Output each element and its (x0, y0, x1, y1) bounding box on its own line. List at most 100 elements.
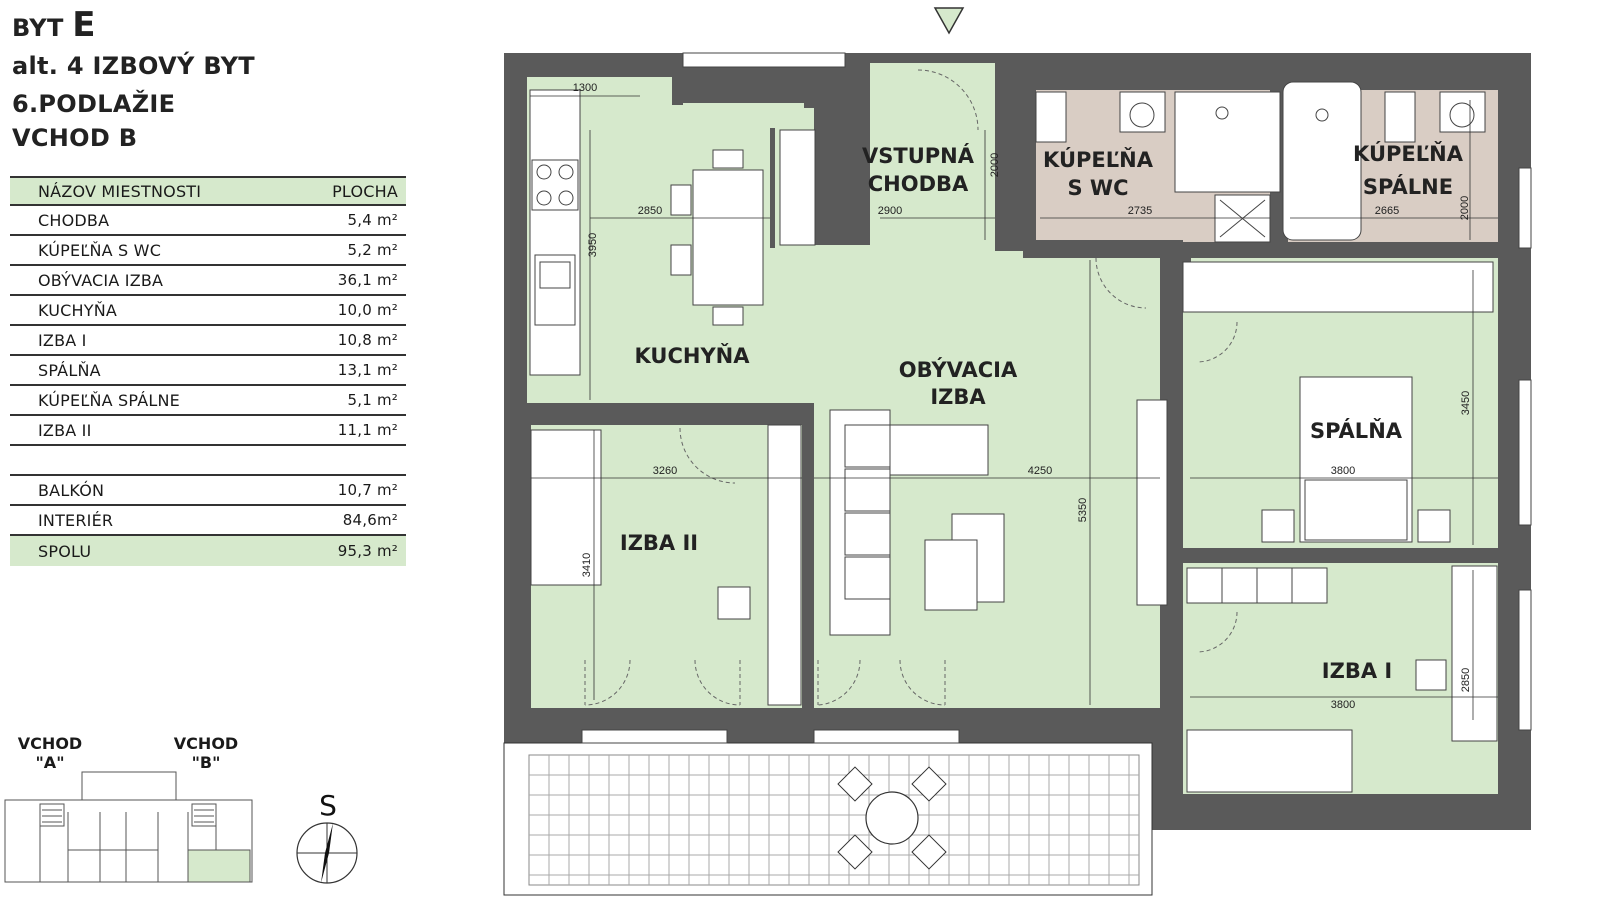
north-compass: S (296, 789, 358, 884)
dimension-label: 1300 (573, 82, 597, 94)
room-area-table: NÁZOV MIESTNOSTI PLOCHA CHODBA 5,4 m² KÚP… (10, 176, 406, 566)
dimension-label: 2850 (1460, 668, 1472, 692)
table-row: INTERIÉR 84,6m² (10, 506, 406, 536)
balcony-table (865, 791, 919, 845)
room-label-living: OBÝVACIA (899, 357, 1018, 382)
entrance-a-label: VCHOD "A" (10, 734, 90, 772)
wardrobe-hall (779, 129, 816, 246)
room-label-bedroom: SPÁLŇA (1310, 418, 1403, 443)
floor-level: 6.PODLAŽIE (12, 90, 176, 118)
table-row: CHODBA 5,4 m² (10, 206, 406, 236)
entrance-hall-floor (870, 63, 995, 251)
dimension-label: 3450 (1460, 391, 1472, 415)
entrance-arrow-icon (933, 7, 965, 35)
room-name: INTERIÉR (38, 510, 114, 530)
room-label-room-two: IZBA II (620, 531, 698, 555)
table-row: IZBA II 11,1 m² (10, 416, 406, 446)
dimension-label: 2850 (638, 205, 662, 217)
dimension-labels: 1300 2850 2900 2735 2665 3950 2000 2000 … (573, 82, 1472, 711)
bathtub (1282, 81, 1362, 241)
room-name: IZBA I (38, 330, 87, 350)
apartment-title: BYT E (12, 8, 96, 42)
room-label-bathroom-bedroom: KÚPEĽŇA (1353, 141, 1464, 166)
bed-room-one (1186, 729, 1353, 793)
table-header: NÁZOV MIESTNOSTI PLOCHA (10, 176, 406, 206)
wardrobe-room-one (1451, 565, 1498, 742)
door-swings (584, 69, 1238, 706)
room-area: 5,4 m² (347, 211, 398, 229)
room-area: 5,2 m² (347, 241, 398, 259)
room-label-room-one: IZBA I (1322, 659, 1392, 683)
dimension-label: 3800 (1331, 465, 1355, 477)
entrance-b-line1: VCHOD (173, 734, 239, 753)
compass-letter: S (319, 789, 337, 822)
col-name-header: NÁZOV MIESTNOSTI (38, 181, 202, 201)
room-name: KÚPEĽŇA S WC (38, 240, 162, 260)
dimension-label: 2000 (1459, 196, 1471, 220)
bed-room-two (530, 429, 602, 586)
dimension-lines (530, 95, 1498, 720)
room-name: CHODBA (38, 210, 110, 230)
dining-table (692, 169, 764, 306)
room-label-living: IZBA (930, 385, 986, 409)
furniture (529, 81, 1498, 793)
tv-unit (1136, 399, 1168, 606)
dimension-label: 3800 (1331, 699, 1355, 711)
dimension-label: 2000 (989, 153, 1001, 177)
room-label-bathroom-wc: S WC (1067, 176, 1128, 200)
table-row: KUCHYŇA 10,0 m² (10, 296, 406, 326)
apartment-letter: E (72, 5, 96, 45)
room-label-bathroom-wc: KÚPEĽŇA (1043, 147, 1154, 172)
room-area: 84,6m² (342, 511, 398, 529)
dimension-label: 3260 (653, 465, 677, 477)
table-row: KÚPEĽŇA SPÁLNE 5,1 m² (10, 386, 406, 416)
balcony-chair (911, 834, 947, 870)
room-name: IZBA II (38, 420, 92, 440)
room-label-hall: VSTUPNÁ (862, 143, 975, 168)
building-locator-plan (4, 771, 253, 883)
room-area: 10,0 m² (337, 301, 398, 319)
table-row: OBÝVACIA IZBA 36,1 m² (10, 266, 406, 296)
total-name: SPOLU (38, 541, 92, 561)
table-spacer-row (10, 446, 406, 476)
room-name: KÚPEĽŇA SPÁLNE (38, 390, 180, 410)
room-name: SPÁLŇA (38, 360, 101, 380)
room-name: OBÝVACIA IZBA (38, 270, 164, 290)
dimension-label: 2900 (878, 205, 902, 217)
balcony-chair (837, 766, 873, 802)
table-row: SPÁLŇA 13,1 m² (10, 356, 406, 386)
entrance-b-line2: "B" (191, 753, 221, 772)
room-labels: KUCHYŇA OBÝVACIA IZBA VSTUPNÁ CHODBA KÚP… (620, 141, 1464, 683)
dimension-label: 2665 (1375, 205, 1399, 217)
room-name: BALKÓN (38, 480, 105, 500)
room-label-bathroom-bedroom: SPÁLNE (1363, 174, 1453, 199)
dimension-label: 3950 (587, 233, 599, 257)
windows (581, 52, 1532, 744)
room-label-hall: CHODBA (868, 172, 969, 196)
entrance-a-line1: VCHOD (17, 734, 83, 753)
apartment-type: alt. 4 IZBOVÝ BYT (12, 52, 255, 80)
dimension-label: 3410 (581, 553, 593, 577)
room-area: 36,1 m² (337, 271, 398, 289)
col-area-header: PLOCHA (332, 181, 398, 201)
room-area: 10,7 m² (337, 481, 398, 499)
wardrobe-room-two (767, 424, 802, 706)
room-area: 5,1 m² (347, 391, 398, 409)
dimension-label: 2735 (1128, 205, 1152, 217)
balcony-chair (837, 834, 873, 870)
dimension-label: 4250 (1028, 465, 1052, 477)
table-row: IZBA I 10,8 m² (10, 326, 406, 356)
entrance-b-label: VCHOD "B" (166, 734, 246, 772)
room-area: 10,8 m² (337, 331, 398, 349)
room-name: KUCHYŇA (38, 300, 118, 320)
bedroom-wardrobe (1182, 261, 1494, 313)
room-area: 13,1 m² (337, 361, 398, 379)
room-label-kitchen: KUCHYŇA (635, 343, 751, 368)
dimension-label: 5350 (1077, 498, 1089, 522)
entrance-label: VCHOD B (12, 124, 138, 152)
apartment-prefix: BYT (12, 14, 64, 42)
balcony-chair (911, 766, 947, 802)
room-area: 11,1 m² (337, 421, 398, 439)
